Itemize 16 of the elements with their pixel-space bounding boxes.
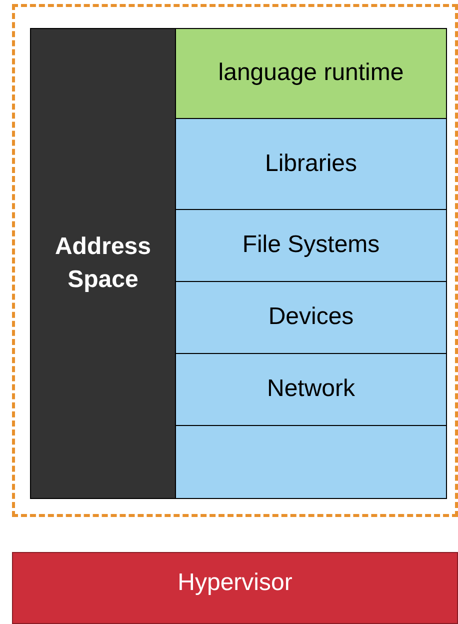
layer-label: Libraries bbox=[264, 148, 358, 179]
layer-label: File Systems bbox=[241, 230, 381, 260]
layer-box bbox=[175, 118, 447, 210]
layer-label: Devices bbox=[267, 302, 355, 332]
layer-label: language runtime bbox=[217, 58, 405, 88]
dashed-container bbox=[12, 4, 458, 517]
layer-box bbox=[175, 209, 447, 282]
layer-label: Network bbox=[266, 374, 356, 404]
layer-box bbox=[175, 28, 447, 119]
hypervisor-bar bbox=[12, 552, 458, 624]
layer-box bbox=[175, 281, 447, 354]
panel-label: Address Space bbox=[54, 232, 152, 294]
hypervisor-label: Hypervisor bbox=[176, 568, 294, 598]
layer-box bbox=[175, 353, 447, 426]
address-space-panel bbox=[30, 28, 176, 499]
layer-box bbox=[175, 425, 447, 499]
